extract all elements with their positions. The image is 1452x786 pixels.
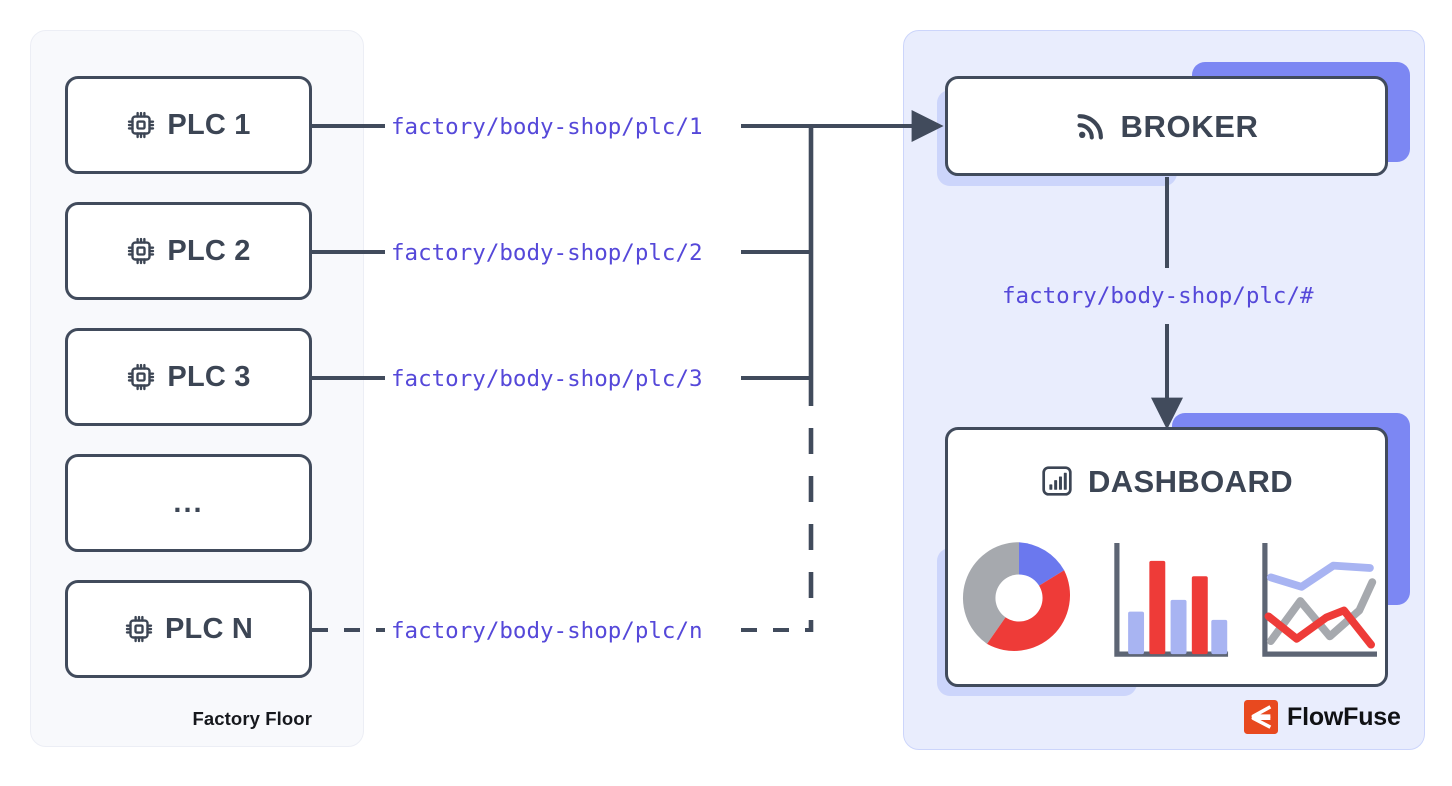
plc-box-1[interactable]: PLC 1	[65, 76, 312, 174]
plc-box-1-label: PLC 1	[167, 108, 251, 141]
dashboard-mini-charts	[948, 530, 1385, 660]
mini-bar-chart	[1113, 542, 1228, 657]
topic-label-plc-3: factory/body-shop/plc/3	[391, 366, 703, 392]
cpu-icon	[128, 363, 155, 391]
plc-box-3[interactable]: PLC 3	[65, 328, 312, 426]
flowfuse-logo-icon	[1244, 700, 1278, 734]
dashboard-card[interactable]: DASHBOARD	[945, 427, 1388, 687]
cpu-icon	[128, 111, 155, 139]
plc-box-3-label: PLC 3	[167, 360, 251, 393]
rss-icon	[1076, 114, 1103, 140]
plc-box-2-label: PLC 2	[167, 234, 251, 267]
topic-label-subscription: factory/body-shop/plc/#	[1002, 283, 1314, 309]
mini-line-chart	[1261, 542, 1377, 657]
plc-box-n-label: PLC N	[165, 612, 253, 645]
factory-floor-label: Factory Floor	[192, 708, 312, 729]
plc-box-2[interactable]: PLC 2	[65, 202, 312, 300]
broker-card[interactable]: BROKER	[945, 76, 1388, 176]
plc-box-ellipsis: ...	[65, 454, 312, 552]
flowfuse-wordmark: FlowFuse	[1287, 702, 1401, 731]
topic-label-plc-1: factory/body-shop/plc/1	[391, 114, 703, 140]
broker-label: BROKER	[1120, 108, 1259, 144]
dashboard-label: DASHBOARD	[1087, 463, 1294, 499]
dashboard-header: DASHBOARD	[948, 464, 1385, 498]
topic-label-plc-n: factory/body-shop/plc/n	[391, 618, 703, 644]
topic-label-plc-2: factory/body-shop/plc/2	[391, 240, 703, 266]
plc-box-n[interactable]: PLC N	[65, 580, 312, 678]
bar-chart-icon	[1042, 466, 1072, 496]
flowfuse-brand: FlowFuse	[1244, 700, 1401, 734]
cpu-icon	[125, 615, 153, 643]
mini-donut-chart	[962, 542, 1070, 651]
ellipsis-label: ...	[173, 486, 204, 519]
cpu-icon	[128, 237, 155, 265]
